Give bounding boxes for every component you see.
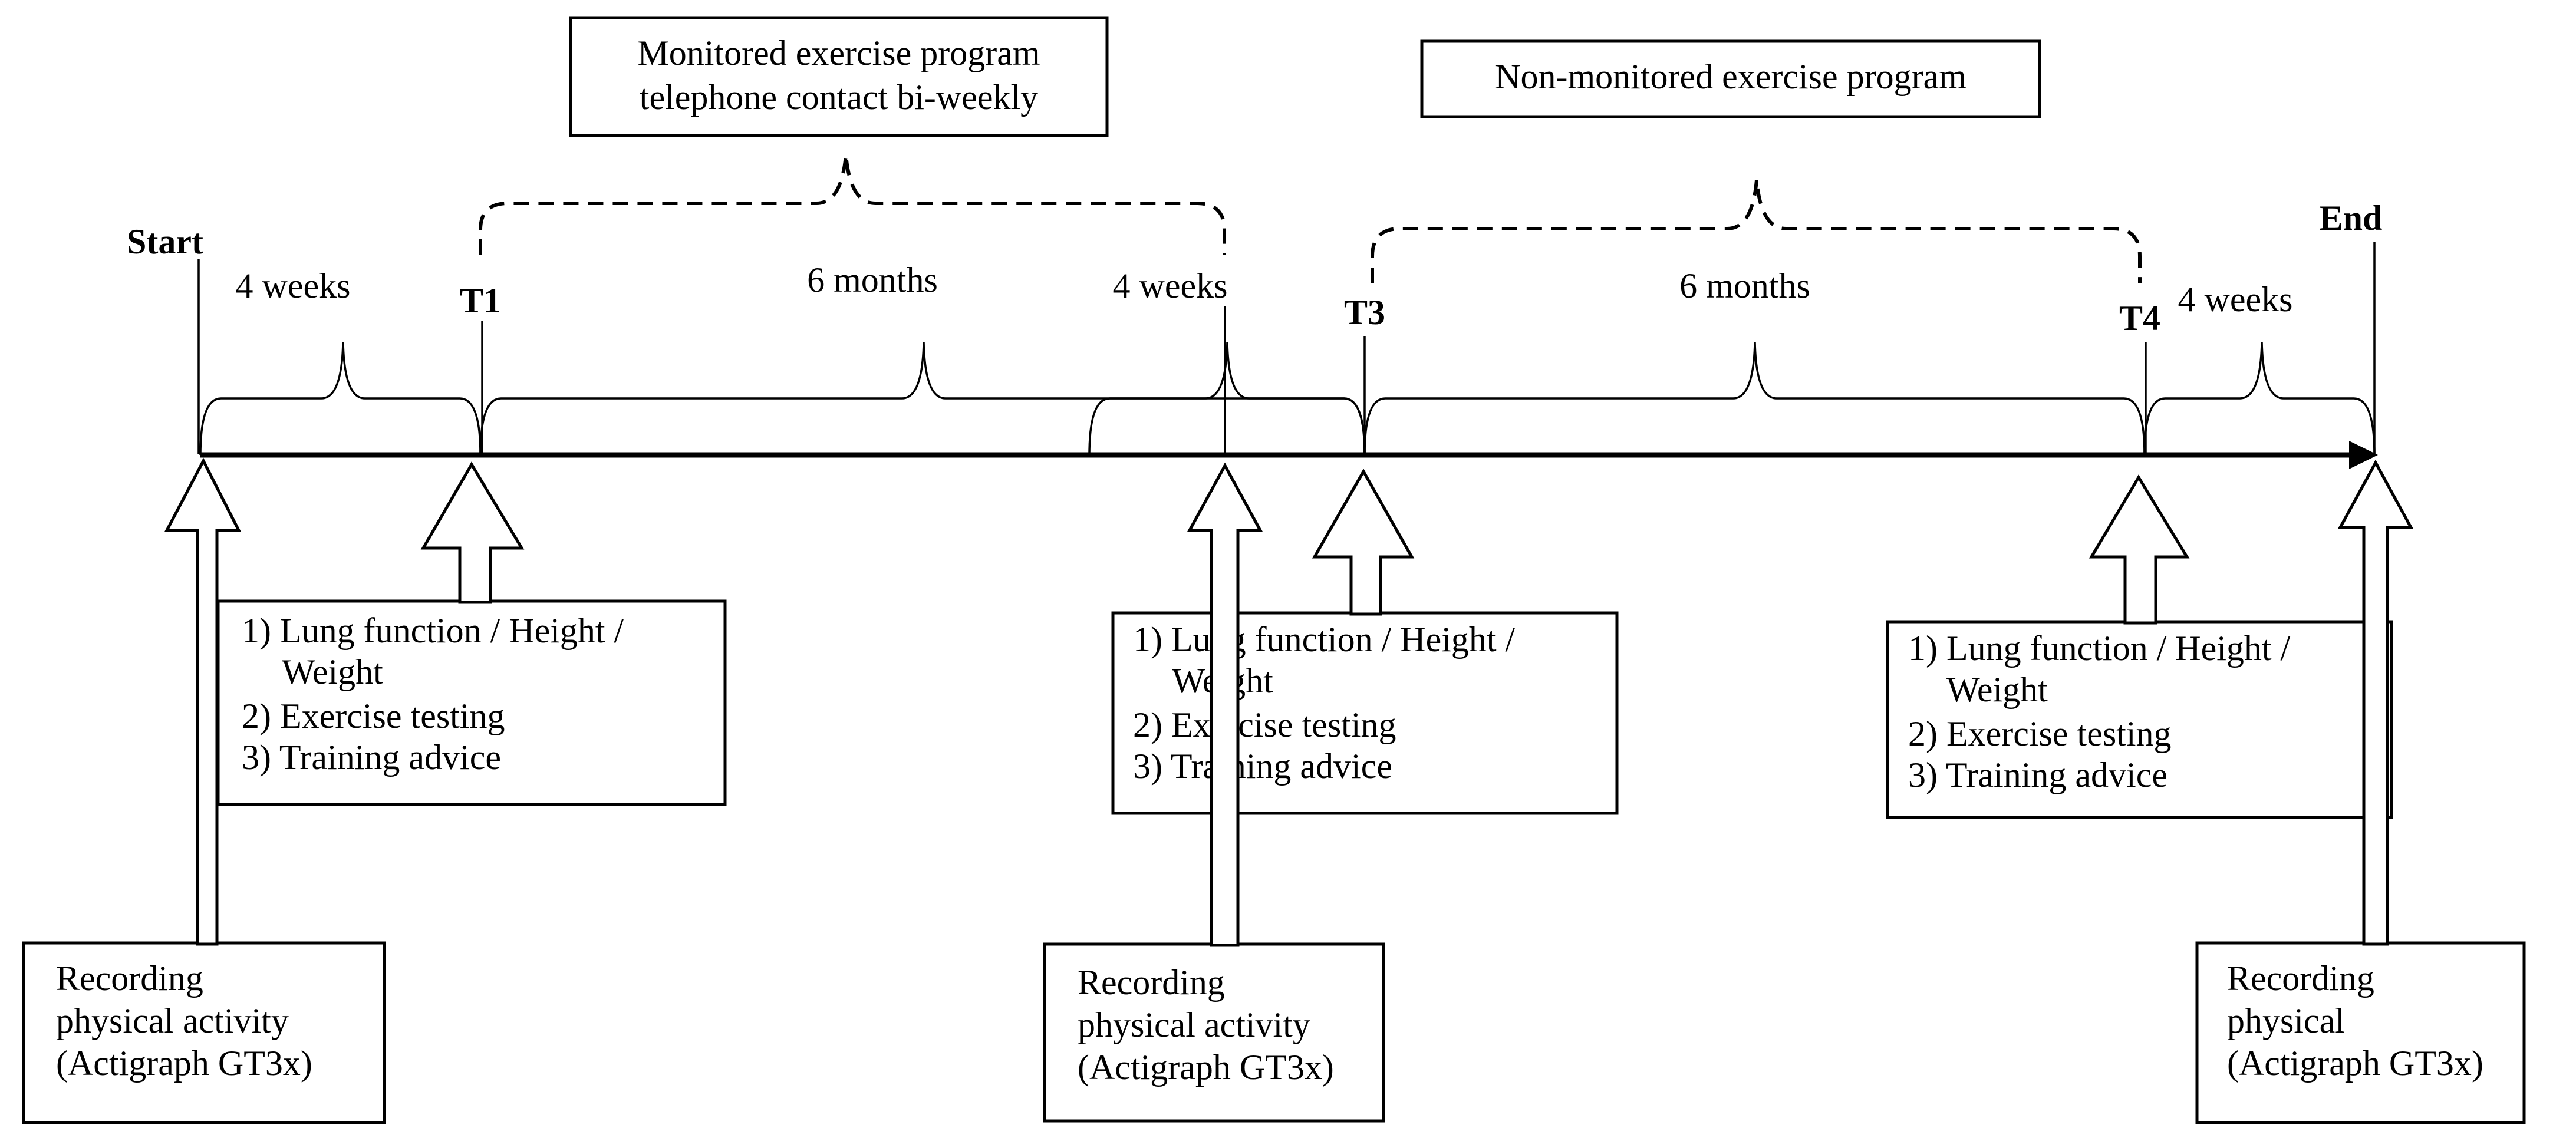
end-label: End: [2320, 199, 2383, 238]
t3-assessment-line-3: 2) Exercise testing: [1133, 705, 1396, 744]
t4-assessment-line-3: 2) Exercise testing: [1908, 714, 2172, 753]
end-recording-arrow: [2337, 459, 2414, 946]
recording-start-line-1: Recording: [56, 959, 203, 998]
t1-assessment-line-4: 3) Training advice: [242, 738, 501, 777]
duration-before-t3: 4 weeks: [1113, 266, 1228, 305]
t1-assessment-arrow: [420, 461, 525, 604]
start-label: Start: [127, 222, 203, 261]
brace-start-to-t1: [199, 341, 482, 456]
recording-box-end: [2195, 941, 2526, 1124]
recording-middle-line-1: Recording: [1078, 963, 1225, 1002]
timeline-arrowhead: [2349, 441, 2378, 469]
t1-assessment-line-3: 2) Exercise testing: [242, 697, 505, 735]
t3-assessment-line-4: 3) Training advice: [1133, 747, 1392, 786]
recording-end-line-1: Recording: [2227, 959, 2374, 998]
duration-t4-to-end: 4 weeks: [2178, 280, 2293, 319]
monitored-program-line-2: telephone contact bi-weekly: [640, 78, 1038, 117]
t4-assessment-line-1: 1) Lung function / Height /: [1908, 629, 2291, 668]
brace-t1-to-t3: [479, 341, 1366, 456]
brace-t3-to-t4: [1363, 341, 2146, 456]
t4-assessment-line-4: 3) Training advice: [1908, 756, 2167, 794]
t4-label: T4: [2119, 299, 2160, 338]
t1-label: T1: [460, 281, 501, 320]
t3-assessment-line-1: 1) Lung function / Height /: [1133, 620, 1516, 659]
recording-middle-line-2: physical activity: [1078, 1005, 1310, 1044]
non-monitored-program-box: [1420, 39, 2041, 118]
non-monitored-program-label: Non-monitored exercise program: [1495, 57, 1966, 96]
t1-assessment-line-2: Weight: [282, 652, 383, 691]
duration-t1-to-t3: 6 months: [807, 260, 938, 299]
t3-label: T3: [1344, 293, 1385, 332]
monitored-program-line-1: Monitored exercise program: [637, 34, 1040, 72]
brace-t4-to-end: [2143, 341, 2376, 456]
recording-start-line-2: physical activity: [56, 1001, 289, 1040]
duration-start-to-t1: 4 weeks: [236, 266, 351, 305]
brace-before-t3: [1088, 341, 1366, 456]
recording-box-middle: [1043, 942, 1385, 1123]
t4-assessment-arrow: [2089, 474, 2190, 625]
t4-assessment-line-2: Weight: [1946, 670, 2048, 709]
recording-middle-line-3: (Actigraph GT3x): [1078, 1048, 1334, 1087]
recording-end-line-3: (Actigraph GT3x): [2227, 1044, 2483, 1083]
recording-start-line-3: (Actigraph GT3x): [56, 1044, 312, 1083]
monitored-period-dashed-brace: [479, 154, 1226, 255]
monitored-program-box: [569, 16, 1109, 137]
duration-t3-to-t4: 6 months: [1679, 266, 1810, 305]
recording-end-line-2: physical: [2227, 1001, 2345, 1040]
middle-recording-arrow: [1187, 462, 1263, 947]
non-monitored-period-dashed-brace: [1371, 179, 2142, 283]
start-recording-arrow: [164, 457, 242, 946]
t1-assessment-line-1: 1) Lung function / Height /: [242, 611, 624, 650]
t3-assessment-arrow: [1312, 468, 1415, 616]
